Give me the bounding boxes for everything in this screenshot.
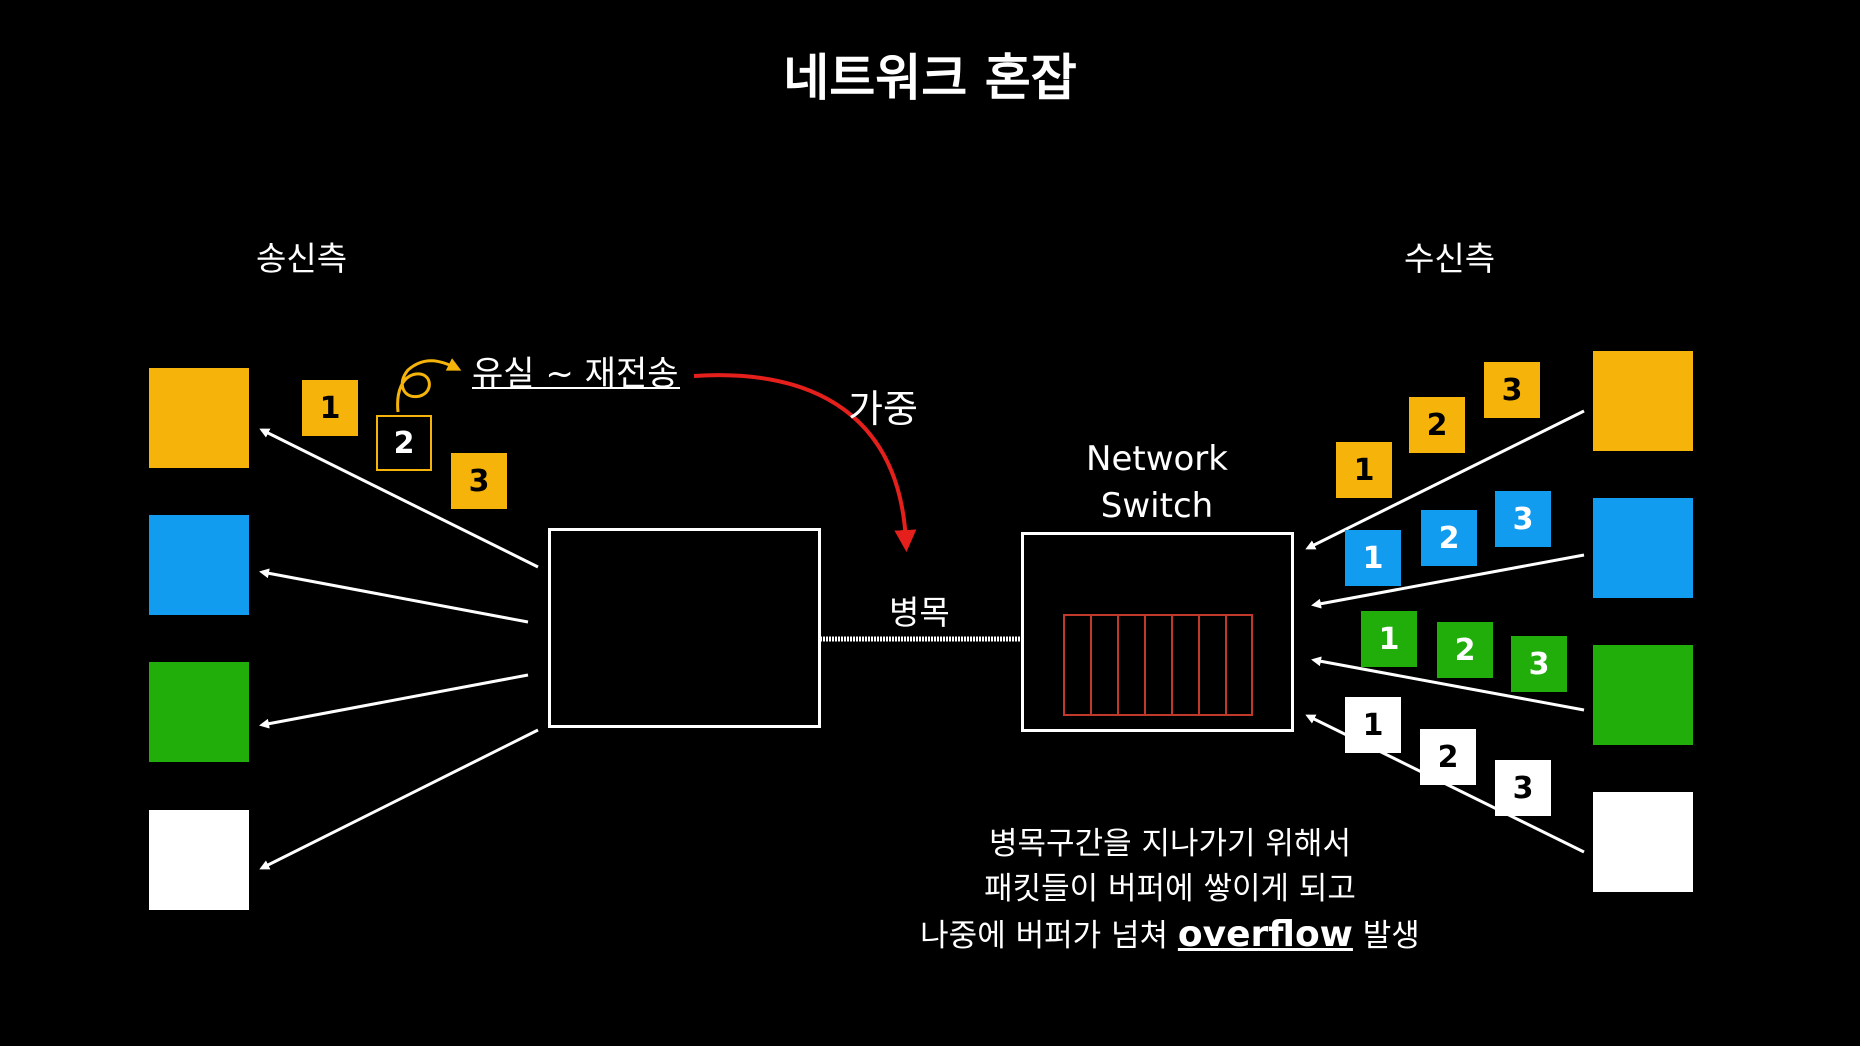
- receiver-white-packet-1: 1: [1345, 697, 1401, 753]
- arrow-to-yellow-sender: [259, 428, 539, 569]
- network-switch-box: [1021, 532, 1294, 732]
- receiver-green-packet-1: 1: [1361, 611, 1417, 667]
- overflow-note: 병목구간을 지나가기 위해서 패킷들이 버퍼에 쌓이게 되고 나중에 버퍼가 넘…: [820, 822, 1520, 959]
- arrow-from-yellow-receiver: [1305, 409, 1585, 550]
- sender-host-yellow: [149, 368, 249, 468]
- note-line-3-pre: 나중에 버퍼가 넘쳐: [920, 918, 1178, 954]
- receiver-label: 수신측: [1404, 239, 1496, 278]
- receiver-blue-packet-3: 3: [1495, 491, 1551, 547]
- sender-host-green: [149, 662, 249, 762]
- receiver-yellow-packet-1: 1: [1336, 442, 1392, 498]
- load-arrow: [693, 373, 917, 552]
- arrow-to-white-sender: [259, 728, 539, 870]
- lost-packet-2: 2: [376, 415, 432, 471]
- sender-packet-3: 3: [451, 453, 507, 509]
- switch-label-line1: Network: [1086, 439, 1228, 479]
- arrow-to-blue-sender: [259, 568, 529, 624]
- bottleneck-label: 병목: [889, 593, 950, 632]
- loss-label: 유실 ~ 재전송: [472, 354, 679, 394]
- receiver-green-packet-2: 2: [1437, 622, 1493, 678]
- receiver-yellow-packet-3: 3: [1484, 362, 1540, 418]
- sender-packet-1: 1: [302, 380, 358, 436]
- receiver-white-packet-3: 3: [1495, 760, 1551, 816]
- note-line-2: 패킷들이 버퍼에 쌓이게 되고: [984, 871, 1356, 907]
- router-box: [548, 528, 821, 728]
- loss-loop-arrow: [396, 358, 462, 413]
- receiver-white-packet-2: 2: [1420, 729, 1476, 785]
- switch-label-line2: Switch: [1100, 486, 1214, 526]
- receiver-blue-packet-2: 2: [1421, 510, 1477, 566]
- receiver-host-blue: [1593, 498, 1693, 598]
- diagram-title: 네트워크 혼잡: [783, 49, 1077, 107]
- sender-label: 송신측: [256, 239, 348, 278]
- receiver-host-green: [1593, 645, 1693, 745]
- arrow-to-green-sender: [259, 673, 529, 729]
- receiver-host-yellow: [1593, 351, 1693, 451]
- switch-buffer: [1063, 614, 1253, 716]
- overflow-term: overflow: [1177, 914, 1353, 955]
- arrow-from-green-receiver: [1311, 656, 1585, 712]
- receiver-green-packet-3: 3: [1511, 636, 1567, 692]
- note-line-1: 병목구간을 지나가기 위해서: [989, 826, 1351, 862]
- receiver-yellow-packet-2: 2: [1409, 397, 1465, 453]
- receiver-host-white: [1593, 792, 1693, 892]
- switch-label: Network Switch: [1012, 436, 1302, 530]
- sender-host-blue: [149, 515, 249, 615]
- load-label: 가중: [848, 387, 918, 431]
- sender-host-white: [149, 810, 249, 910]
- receiver-blue-packet-1: 1: [1345, 530, 1401, 586]
- note-line-3-post: 발생: [1352, 918, 1420, 954]
- arrow-from-blue-receiver: [1311, 553, 1585, 609]
- note-line-3: 나중에 버퍼가 넘쳐 overflow 발생: [820, 912, 1520, 959]
